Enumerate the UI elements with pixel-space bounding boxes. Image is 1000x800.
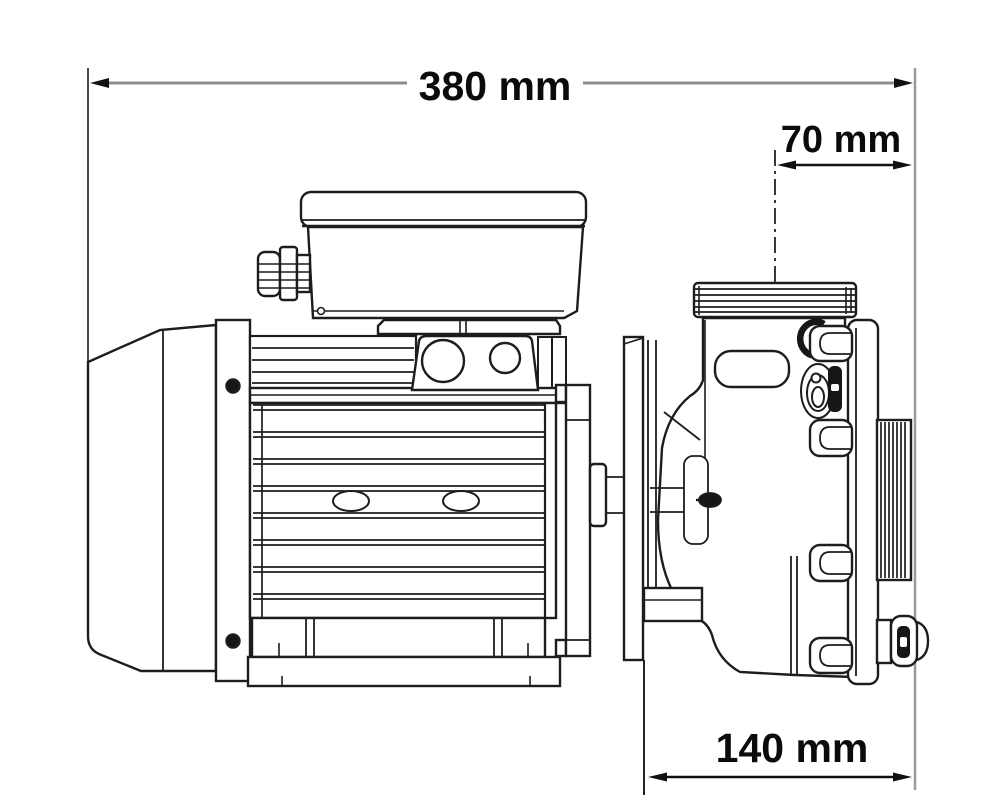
dimension-label-port-offset: 70 mm	[781, 119, 901, 161]
dimension-overall-length: 380 mm	[87, 63, 917, 790]
lifting-slot-left	[332, 490, 370, 512]
cable-gland	[256, 245, 312, 302]
motor-flange	[214, 318, 252, 683]
arrowhead-right	[893, 772, 912, 782]
motor-body	[248, 401, 558, 620]
seal-plate-edge	[647, 340, 657, 620]
clamp-plate	[846, 318, 880, 686]
pad-hole-small	[488, 341, 522, 375]
motor-cooling-fins	[253, 403, 547, 618]
arrowhead-right	[894, 78, 913, 88]
terminal-box-body	[306, 225, 585, 320]
clamp-bolt-tabs	[808, 324, 854, 675]
upper-cooling-fins	[248, 334, 418, 392]
terminal-box-lid	[299, 190, 588, 229]
lifting-slot-right	[442, 490, 480, 512]
motor-base-feet	[246, 616, 562, 688]
badge-oval	[800, 363, 836, 419]
top-threaded-port	[692, 281, 858, 319]
flange-screw-bottom	[225, 633, 241, 649]
terminal-box	[299, 190, 588, 320]
dimension-label-overall-length: 380 mm	[419, 63, 572, 109]
motor-group	[86, 190, 624, 688]
wet-end-group	[642, 281, 930, 686]
arrowhead-right	[893, 160, 912, 170]
drive-end-plate	[554, 383, 592, 658]
dimension-wet-end-length: 140 mm	[643, 660, 912, 795]
arrowhead-left	[90, 78, 109, 88]
arrowhead-left	[648, 772, 667, 782]
motor-shaft	[588, 462, 624, 528]
volute-foot	[642, 586, 704, 623]
union-stub	[713, 349, 791, 389]
mounting-bracket	[622, 335, 645, 662]
end-shield-top-corner	[537, 336, 567, 391]
diffuser-details	[650, 411, 722, 545]
dimension-label-wet-end-length: 140 mm	[716, 725, 869, 771]
terminal-box-base-plate	[376, 318, 562, 336]
side-threaded-port	[875, 418, 913, 582]
impeller-nut	[698, 492, 722, 508]
arrowhead-left	[777, 160, 796, 170]
terminal-box-screw	[316, 306, 326, 316]
dimension-port-offset: 70 mm	[774, 119, 912, 334]
badge-slot	[828, 366, 842, 412]
motor-end-bell	[86, 323, 218, 673]
flange-screw-top	[225, 378, 241, 394]
pad-hole-large	[420, 338, 466, 384]
drain-plug	[875, 614, 930, 668]
